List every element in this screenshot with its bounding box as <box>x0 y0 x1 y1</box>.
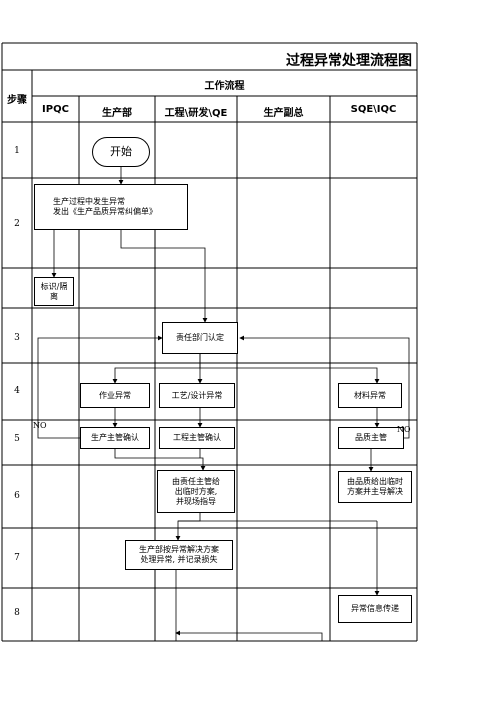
no-label-right: NO <box>397 425 411 434</box>
step-number: 1 <box>14 146 20 156</box>
step-number: 2 <box>14 219 20 229</box>
mark-isolate-line: 离 <box>50 291 58 301</box>
column-header-vp-production: 生产副总 <box>263 108 304 119</box>
engineering-supervisor-confirm-box: 工程主管确认 <box>159 427 235 449</box>
production-handle-box: 生产部按异常解决方案 处理异常, 并记录损失 <box>125 540 233 570</box>
temp-plan-responsible-box: 由责任主管给 出临时方案, 并现场指导 <box>157 470 235 513</box>
temp-plan-responsible-line: 由责任主管给 <box>172 476 220 486</box>
step-number: 6 <box>14 491 20 501</box>
temp-plan-quality-line: 由品质给出临时 <box>347 477 403 486</box>
production-handle-line: 处理异常, 并记录损失 <box>140 555 218 564</box>
column-header-ipqc: IPQC <box>42 104 69 115</box>
column-header-production: 生产部 <box>102 108 132 119</box>
operation-anomaly-box: 作业异常 <box>80 383 150 408</box>
process-design-anomaly-box: 工艺/设计异常 <box>159 383 235 408</box>
temp-plan-quality-box: 由品质给出临时 方案并主导解决 <box>338 471 412 503</box>
temp-plan-responsible-line: 并现场指导 <box>176 496 216 506</box>
info-transfer-box: 异常信息传递 <box>338 595 412 623</box>
step-number: 4 <box>14 386 20 396</box>
start-node: 开始 <box>92 137 150 167</box>
production-supervisor-confirm-box: 生产主管确认 <box>80 427 150 449</box>
quality-supervisor-box: 品质主管 <box>338 427 404 449</box>
mark-isolate-box: 标识/隔 离 <box>34 277 74 306</box>
mark-isolate-line: 标识/隔 <box>40 281 68 291</box>
anomaly-found-line: 生产过程中发生异常 <box>53 197 125 206</box>
table-grid <box>1 42 418 642</box>
no-label-left: NO <box>33 421 47 430</box>
material-anomaly-box: 材料异常 <box>338 383 402 408</box>
temp-plan-quality-line: 方案并主导解决 <box>347 487 403 496</box>
anomaly-found-box: 生产过程中发生异常 发出《生产品质异常纠偏单》 <box>34 184 188 230</box>
responsibility-box: 责任部门认定 <box>162 322 238 354</box>
column-header-sqe-iqc: SQE\IQC <box>350 104 397 115</box>
step-header: 步骤 <box>7 95 27 106</box>
step-number: 3 <box>14 333 20 343</box>
production-handle-line: 生产部按异常解决方案 <box>139 545 219 554</box>
temp-plan-responsible-line: 出临时方案, <box>174 486 218 496</box>
page-title: 过程异常处理流程图 <box>286 53 412 69</box>
anomaly-found-line: 发出《生产品质异常纠偏单》 <box>53 207 157 216</box>
step-number: 7 <box>14 553 20 563</box>
column-header-engineering: 工程\研发\QE <box>164 108 228 119</box>
step-number: 5 <box>14 434 20 444</box>
step-number: 8 <box>14 608 20 618</box>
connectors <box>37 167 410 641</box>
workflow-header: 工作流程 <box>204 81 245 92</box>
